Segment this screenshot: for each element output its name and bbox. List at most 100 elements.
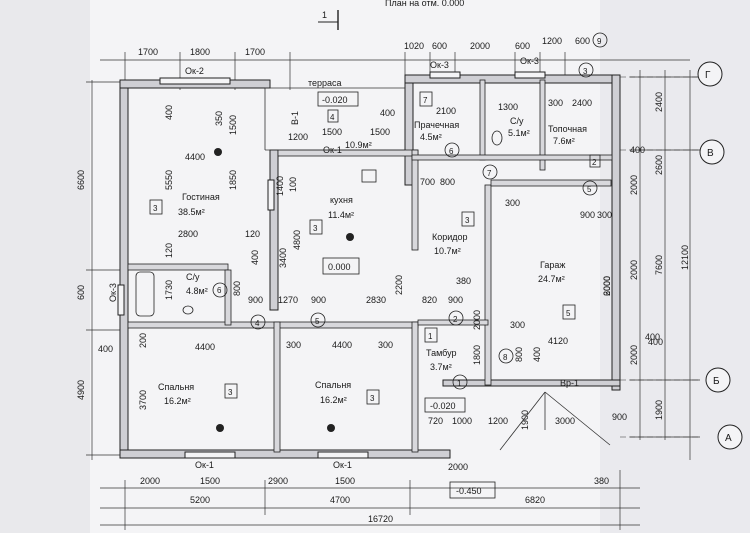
terrace-outline: [264, 87, 405, 151]
living-dim-1850: 1850: [228, 170, 238, 190]
bottom-total-16720: 16720: [368, 514, 393, 524]
top-dim-5: 600: [432, 41, 447, 51]
boiler-dim-2400: 2400: [572, 98, 592, 108]
left-dimension-chain: [86, 80, 126, 460]
bed-mid-num-box: [366, 389, 380, 405]
right-dim-7600: 7600: [654, 255, 664, 275]
wc-top-name: С/у: [510, 116, 524, 126]
bottom-dim-2000a: 2000: [140, 476, 160, 486]
living-dim-400: 400: [164, 105, 174, 120]
tambur-num-box: [424, 327, 438, 343]
right-dim-2600: 2600: [654, 155, 664, 175]
bed-left-light-icon: [216, 424, 224, 432]
terrace-dim-1500a: 1500: [322, 127, 342, 137]
corridor-dim-300: 300: [505, 198, 520, 208]
terrace-dim-400: 400: [380, 108, 395, 118]
left-window-ok3: Ок-3: [108, 283, 118, 302]
kitchen-name: кухня: [330, 195, 353, 205]
marker-5b: 5: [587, 185, 592, 194]
gate-vr1: Вр-1: [560, 378, 579, 388]
living-dim-350: 350: [214, 111, 224, 126]
axis-b: Б: [620, 367, 731, 393]
marker-3: 3: [583, 67, 588, 76]
toilet-left-icon: [182, 305, 194, 315]
bottom-dim-2000b: 2000: [448, 462, 468, 472]
axis-a-label: А: [725, 433, 732, 444]
kitchen-level: 0.000: [328, 262, 351, 272]
terrace-name: терраса: [308, 78, 342, 88]
porch-level: -0.020: [430, 401, 456, 411]
right-dim-6000: 2000: [602, 276, 612, 296]
window-ok1-kitchen: Ок-1: [323, 145, 342, 155]
marker-circles: [250, 32, 608, 390]
terrace-level: -0.020: [322, 95, 348, 105]
corridor-name: Коридор: [432, 232, 468, 242]
bottom-dim-4700: 4700: [330, 495, 350, 505]
bed-left-dim-200: 200: [138, 333, 148, 348]
terrace-num-box: [327, 109, 339, 123]
laundry-num: 7: [423, 96, 428, 105]
right-dim-400b: 400: [630, 145, 645, 155]
terrace-num: 4: [330, 113, 335, 122]
garage-name: Гараж: [540, 260, 565, 270]
bathtub-icon: [135, 271, 155, 317]
window-ok3-a: Ок-3: [430, 60, 449, 70]
terrace-area: 10.9м²: [345, 140, 372, 150]
marker-2: 2: [453, 315, 458, 324]
top-dim-8: 1200: [542, 36, 562, 46]
kitchen-level-box: [322, 257, 360, 275]
garage-dim-900: 900: [580, 210, 595, 220]
boiler-dim-300: 300: [548, 98, 563, 108]
marker-8: 8: [503, 353, 508, 362]
bottom-dim-5200: 5200: [190, 495, 210, 505]
wc-left-name: С/у: [186, 272, 200, 282]
wc-left-num-circle: [212, 282, 228, 298]
wc-top-area: 5.1м²: [508, 128, 530, 138]
mid-dim-2830: 2830: [366, 295, 386, 305]
mid-dim-800: 800: [514, 347, 524, 362]
axis-g: Г: [620, 61, 723, 87]
mid-dim-1270: 1270: [278, 295, 298, 305]
bed-mid-dim-300b: 300: [378, 340, 393, 350]
bed-left-dim-3700: 3700: [138, 390, 148, 410]
bed-left-num-box: [224, 383, 238, 399]
porch-dim-3000: 3000: [555, 416, 575, 426]
garage-dim-400: 400: [532, 347, 542, 362]
mid-dim-400: 400: [648, 337, 663, 347]
living-dim-1500: 1500: [228, 115, 238, 135]
bed-left-num: 3: [228, 388, 233, 397]
bed-mid-dim-4400: 4400: [332, 340, 352, 350]
living-dim-120a: 120: [245, 229, 260, 239]
bed-left-area: 16.2м²: [164, 396, 191, 406]
bed-mid-light-icon: [327, 424, 335, 432]
living-dim-4400: 4400: [185, 152, 205, 162]
bottom-dim-2900: 2900: [268, 476, 288, 486]
living-num: 3: [153, 204, 158, 213]
kitchen-num-box: [309, 219, 323, 235]
marker-4: 4: [255, 319, 260, 328]
garage-area: 24.7м²: [538, 274, 565, 284]
door-v1: В-1: [290, 111, 300, 125]
laundry-num-box: [419, 91, 433, 107]
kitchen-dim-2200: 2200: [394, 275, 404, 295]
right-dim-12100: 12100: [680, 245, 690, 270]
kitchen-light-icon: [346, 233, 354, 241]
laundry-dim-2100: 2100: [436, 106, 456, 116]
bed-mid-area: 16.2м²: [320, 395, 347, 405]
window-ok1-bed-left: Ок-1: [195, 460, 214, 470]
boiler-num-box: [589, 154, 601, 168]
garage-dim-4120: 4120: [548, 336, 568, 346]
living-dim-120b: 120: [164, 243, 174, 258]
porch-dim-720: 720: [428, 416, 443, 426]
driveway-outline: [499, 391, 611, 451]
top-dim-1: 1700: [138, 47, 158, 57]
boiler-name: Топочная: [548, 124, 587, 134]
corridor-num-box: [461, 211, 475, 227]
porch-level-box: [424, 397, 466, 413]
bottom-dim-6820: 6820: [525, 495, 545, 505]
marker-9: 9: [597, 37, 602, 46]
mid-dim-2000: 2000: [472, 310, 482, 330]
garage-dim-300b: 300: [510, 320, 525, 330]
window-marks: [117, 71, 546, 459]
